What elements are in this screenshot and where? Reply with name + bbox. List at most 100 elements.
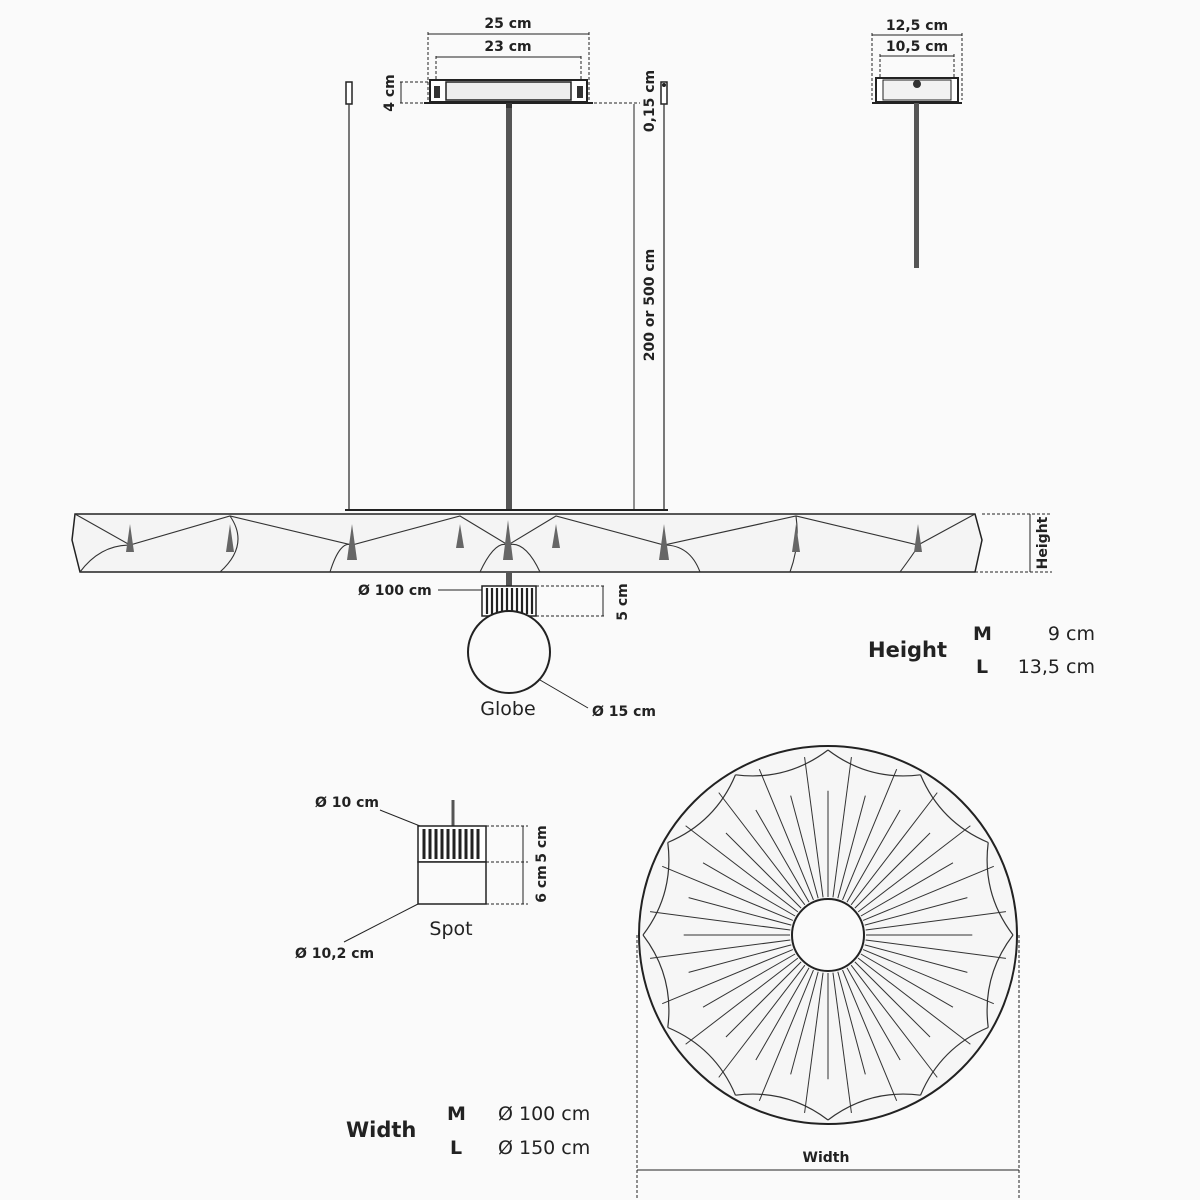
spot-upper-height: 5 cm [534,825,550,863]
globe-diameter: Ø 15 cm [592,704,656,720]
spot-bottom-diameter: Ø 10,2 cm [295,946,374,962]
pleat-line [850,792,938,906]
ceiling-mount-front [424,79,593,111]
mount-height-dimension [400,81,430,104]
pleat-line [758,769,814,901]
width-row-l-value: Ø 150 cm [498,1137,590,1159]
mount-height-label: 4 cm [382,74,398,112]
spot-top-diameter: Ø 10 cm [315,795,379,811]
cable-length-dimension [594,102,640,510]
mount-width-inner: 23 cm [484,39,531,55]
pleat-line [758,969,814,1101]
pleat-line [790,795,819,899]
petal-edge [735,1093,829,1121]
globe-lamp [467,572,551,694]
side-mount-dimensions [871,33,963,100]
globe-diameter-leader [539,679,589,709]
shade-height-dimension [975,513,1052,573]
pleat-line [662,949,794,1005]
pleat-line [725,832,802,909]
pleat-line [662,865,794,921]
pleat-line [854,832,931,909]
pleat-line [846,967,901,1061]
pleat-line [832,757,852,898]
mount-width-outer: 25 cm [484,16,531,32]
petal-edge [667,774,737,844]
side-mount-width-outer: 12,5 cm [886,18,948,34]
pleat-line [846,809,901,903]
height-table-title: Height [868,638,947,662]
width-table: Width M Ø 100 cm L Ø 150 cm [346,1103,590,1159]
top-view-width-label: Width [803,1150,850,1166]
height-row-m-size: M [973,623,992,645]
pleat-line [864,944,968,973]
suspension-rods [345,81,668,510]
mount-gap-label: 0,15 cm [642,70,658,132]
pleat-line [685,957,799,1045]
pleat-line [860,953,954,1008]
spot-dimensions [343,809,528,943]
shade-diameter-label: Ø 100 cm [358,583,432,599]
pleat-line [832,972,852,1113]
shade-top-view [638,745,1018,1125]
pleat-line [842,769,898,901]
pleat-line [860,862,954,917]
petal-edge [642,842,670,936]
shade-height-label: Height [1035,516,1051,569]
pleat-line [864,897,968,926]
pleat-line [688,944,792,973]
top-view-width-dimension [636,935,1020,1200]
pleat-line [702,862,796,917]
pleat-line [865,911,1006,931]
pleat-line [862,949,994,1005]
pleat-line [718,792,806,906]
petal-edge [986,934,1014,1028]
globe-collar-dimension [536,585,606,617]
width-row-l-size: L [450,1137,462,1159]
cable-length-label: 200 or 500 cm [642,249,658,361]
petal-edge [827,1093,921,1121]
pleat-line [842,969,898,1101]
pleat-line [755,967,810,1061]
pleat-line [718,964,806,1078]
shade-side [71,509,983,573]
spot-lower-height: 6 cm [534,865,550,903]
width-row-m-value: Ø 100 cm [498,1103,590,1125]
globe-collar-height: 5 cm [615,583,631,621]
petal-edge [919,1026,989,1096]
pleat-line [688,897,792,926]
pleat-line [862,865,994,921]
petal-edge [827,749,921,777]
height-row-l-size: L [976,656,988,678]
pleat-line [725,961,802,1038]
petal-edge [735,749,829,777]
pleat-line [790,971,819,1075]
ceiling-mount-side [872,77,962,268]
pleat-line [857,957,971,1045]
pleat-line [865,939,1006,959]
pleat-line [850,964,938,1078]
pleat-line [702,953,796,1008]
petal-edge [919,774,989,844]
pleat-line [837,971,866,1075]
pleat-line [650,939,791,959]
pleat-line [837,795,866,899]
pleat-line [854,961,931,1038]
pleat-line [804,972,824,1113]
width-table-title: Width [346,1118,416,1142]
pleat-line [685,825,799,913]
pleat-line [650,911,791,931]
pleat-line [857,825,971,913]
petal-edge [642,934,670,1028]
side-mount-width-inner: 10,5 cm [886,39,948,55]
spot-lamp [417,800,487,905]
pleat-line [755,809,810,903]
width-row-m-size: M [447,1103,466,1125]
petal-edge [667,1026,737,1096]
mount-width-dimensions [427,32,590,100]
height-row-l-value: 13,5 cm [1018,656,1095,678]
spot-name: Spot [429,918,472,940]
pleat-line [804,757,824,898]
height-row-m-value: 9 cm [1048,623,1095,645]
